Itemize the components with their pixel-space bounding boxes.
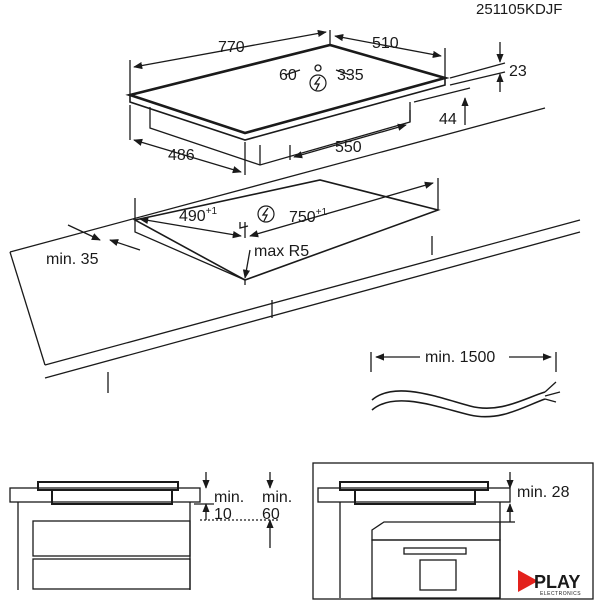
hob-base-width-label: 550 [335, 139, 362, 156]
space-min-label: min. [262, 489, 292, 506]
gap-value-label: 10 [214, 506, 232, 523]
install-left-drawing [9, 472, 280, 590]
hob-depth-label: 510 [372, 35, 399, 52]
space-value-label: 60 [262, 506, 280, 523]
logo-sub: ELECTRONICS [540, 591, 581, 597]
conn-right-label: 335 [337, 67, 364, 84]
cable-length-label: min. 1500 [425, 349, 495, 366]
gap-min-label: min. [214, 489, 244, 506]
hob-drawing [125, 29, 506, 175]
hob-side-depth-label: 486 [168, 147, 195, 164]
cutout-depth-label: 490+1 [179, 206, 218, 225]
cable-drawing [370, 352, 561, 418]
conn-left-label: 60 [279, 67, 297, 84]
hob-base-height-label: 44 [439, 111, 457, 128]
install-right-drawing [312, 462, 594, 600]
electrical-connection-icon [309, 74, 327, 92]
logo-brand: PLAY [534, 572, 580, 592]
electrical-connection-icon [257, 205, 275, 223]
cutout-width-label: 750+1 [289, 207, 328, 226]
worktop-drawing [9, 107, 581, 393]
edge-distance-label: min. 35 [46, 251, 99, 268]
hob-height-label: 23 [509, 63, 527, 80]
document-code: 251105KDJF [476, 1, 562, 18]
play-electronics-logo: PLAY ELECTRONICS [518, 570, 581, 597]
oven-gap-label: min. 28 [517, 484, 570, 501]
hob-width-label: 770 [218, 39, 245, 56]
corner-radius-label: max R5 [254, 243, 309, 260]
